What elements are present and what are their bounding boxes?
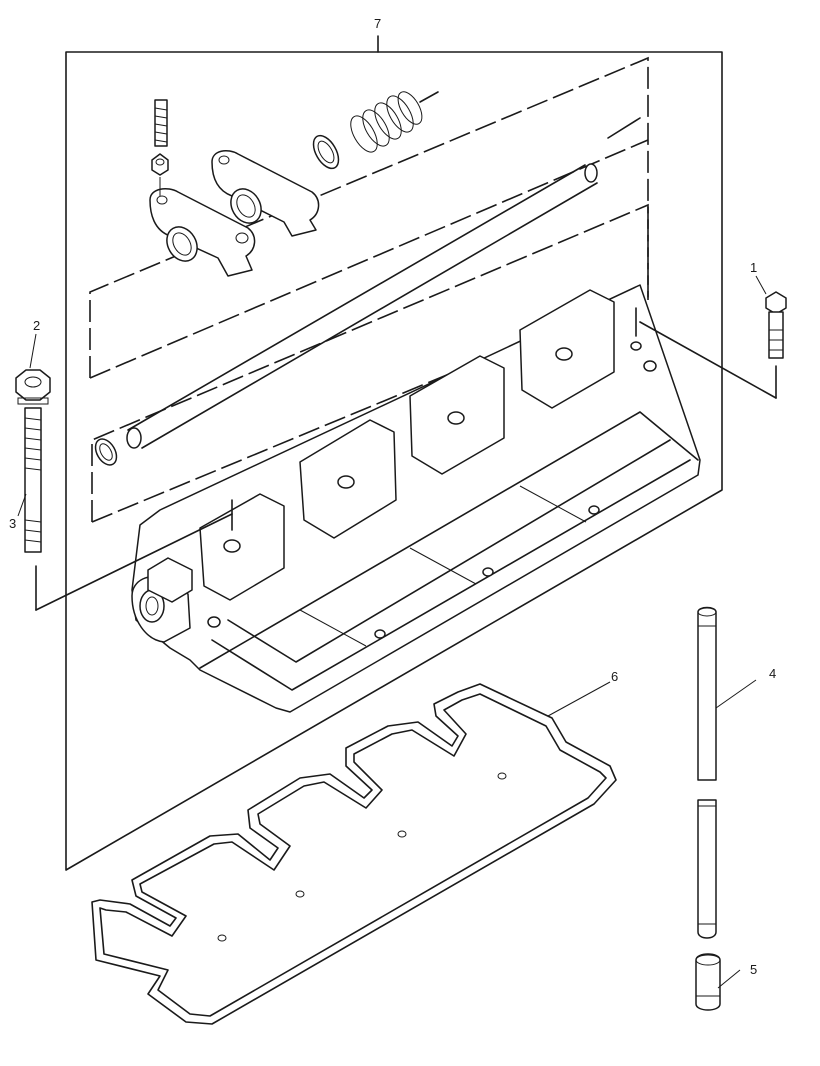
leader-lines [17,275,767,989]
callout-5: 5 [750,962,757,977]
callout-labels: 7 1 2 3 4 5 6 [9,16,776,977]
gasket-6 [91,683,617,1025]
callout-6: 6 [611,669,618,684]
callout-7: 7 [374,16,381,31]
rocker-shaft [126,117,641,449]
assembly-frame [65,35,723,871]
bolt-1 [639,291,787,399]
callout-3: 3 [9,516,16,531]
shaft-o-ring [94,438,118,466]
callout-4: 4 [769,666,776,681]
sleeve-5 [695,953,721,1011]
push-rod-4 [697,606,717,939]
valve-spring [312,91,439,170]
cylinder-head [131,284,701,713]
rocker-arm-front [149,187,256,277]
dowel-markers [231,307,637,531]
rocker-subframe [89,56,649,379]
callout-2: 2 [33,318,40,333]
adjuster-screw [151,99,169,196]
nut-2 [15,369,51,405]
callout-1: 1 [750,260,757,275]
stud-3 [24,407,233,611]
rocker-arm-rear [211,149,320,237]
